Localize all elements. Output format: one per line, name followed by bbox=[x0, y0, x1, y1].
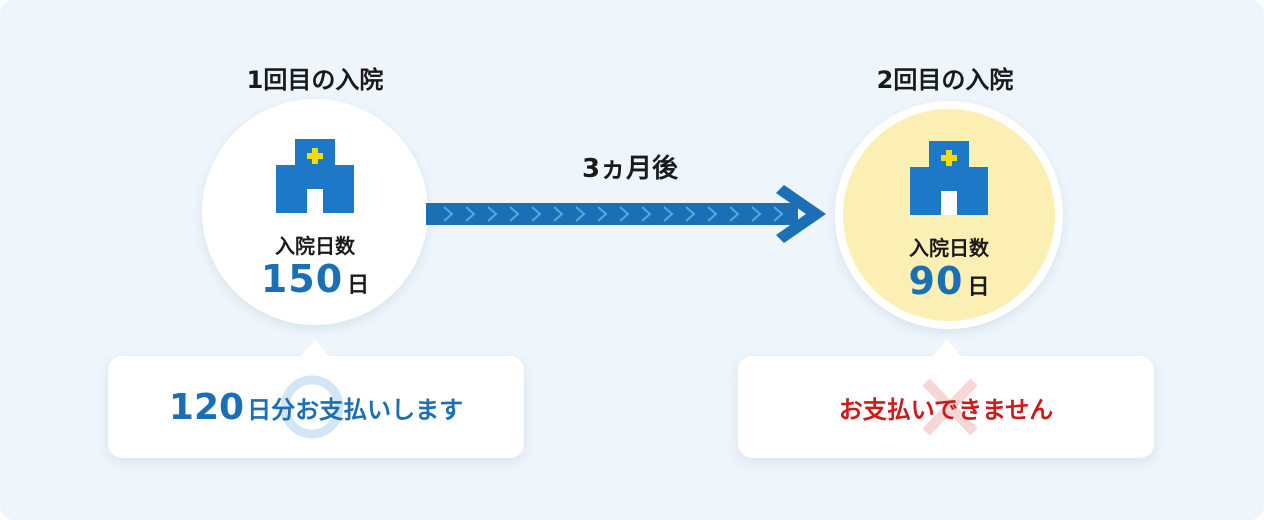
no-pay-text: お支払いできません bbox=[838, 395, 1054, 424]
first-days-label: 入院日数 bbox=[275, 234, 355, 258]
cross-mark-icon bbox=[922, 378, 978, 436]
second-days-label: 入院日数 bbox=[909, 236, 989, 260]
circle-mark-icon bbox=[280, 375, 344, 439]
hospital-icon bbox=[276, 139, 354, 213]
second-result-bubble: お支払いできません bbox=[738, 339, 1154, 458]
pay-days-number: 120 bbox=[168, 386, 245, 428]
bubble-tail bbox=[933, 339, 961, 356]
second-result-text: お支払いできません bbox=[738, 356, 1154, 458]
interval-label: 3ヵ月後 bbox=[581, 154, 679, 184]
second-days-unit: 日 bbox=[967, 275, 990, 300]
second-days-number: 90 bbox=[908, 259, 964, 303]
second-stay-title: 2回目の入院 bbox=[876, 66, 1014, 94]
first-days-number: 150 bbox=[260, 257, 344, 301]
arrow-right-icon bbox=[426, 185, 826, 243]
first-stay-title: 1回目の入院 bbox=[246, 66, 384, 94]
first-days-unit: 日 bbox=[347, 273, 370, 298]
bubble-tail bbox=[301, 339, 329, 356]
pay-days-text: 日分お支払いします bbox=[247, 395, 464, 424]
hospital-icon bbox=[910, 141, 988, 215]
